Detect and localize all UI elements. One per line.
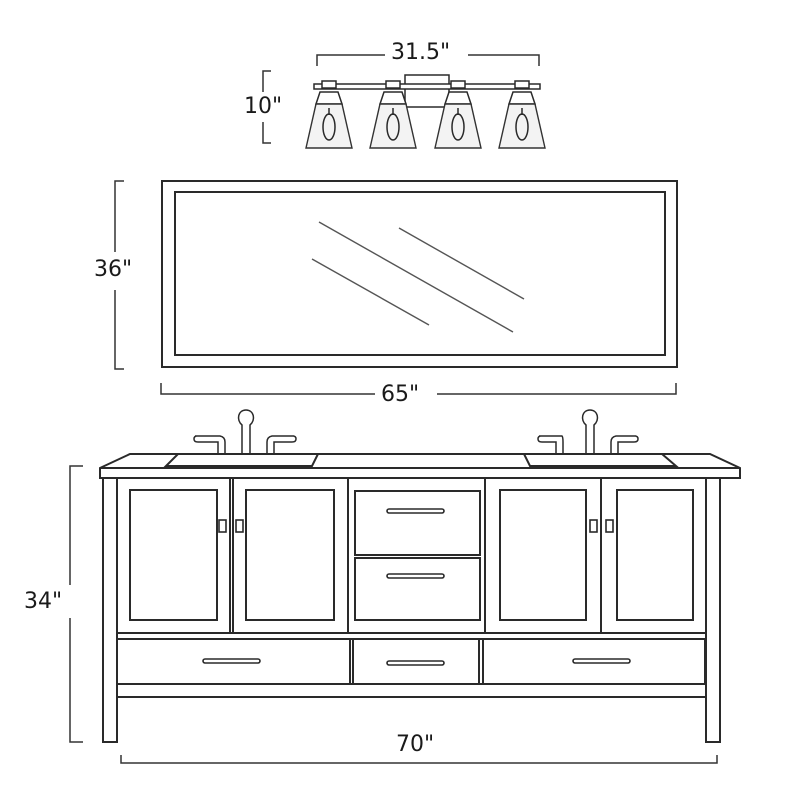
drawer-handle	[386, 508, 445, 514]
countertop	[99, 453, 741, 479]
mounting-bar	[313, 83, 541, 90]
left-cabinet	[116, 477, 349, 634]
mirror-width-dimension-line	[160, 383, 677, 395]
sink-left	[163, 453, 320, 467]
center-drawer-1[interactable]	[354, 490, 481, 556]
sink-right	[522, 453, 679, 467]
vanity-height-label: 34"	[22, 589, 65, 614]
drawer-handle	[572, 658, 631, 664]
center-drawers	[347, 477, 486, 634]
vanity-width-dimension-line	[120, 755, 718, 764]
drawer-handle	[202, 658, 261, 664]
light-height-dimension-line	[262, 70, 271, 144]
center-drawer-2[interactable]	[354, 557, 481, 621]
mirror-inner-frame	[174, 191, 666, 356]
door-knob	[605, 519, 614, 533]
leg-right	[705, 477, 721, 743]
backplate	[404, 74, 450, 108]
lamp-1	[305, 80, 353, 149]
drawer-handle	[386, 660, 445, 666]
mirror-height-label: 36"	[92, 257, 135, 282]
vanity-width-label: 70"	[396, 732, 435, 757]
mirror-height-dimension-line	[114, 180, 124, 370]
light-width-label: 31.5"	[385, 42, 457, 64]
door-knob	[589, 519, 598, 533]
door-knob	[218, 519, 227, 533]
mirror-width-label: 65"	[375, 384, 426, 406]
drawer-handle	[386, 573, 445, 579]
lamp-4	[498, 80, 546, 149]
lamp-2	[369, 80, 417, 149]
door-knob	[235, 519, 244, 533]
right-cabinet	[484, 477, 707, 634]
faucet-right	[537, 409, 639, 456]
faucet-left	[193, 409, 297, 456]
light-width-dimension-line	[316, 54, 540, 66]
bottom-drawers	[116, 638, 706, 685]
lower-rail	[116, 683, 707, 698]
mirror	[114, 180, 678, 395]
vanity-height-dimension-line	[69, 465, 83, 743]
mirror-outer-frame	[161, 180, 678, 368]
leg-left	[102, 477, 118, 743]
vanity-light-fixture	[262, 54, 546, 149]
lamp-3	[434, 80, 482, 149]
vanity	[69, 409, 741, 764]
mirror-reflection-lines	[311, 221, 525, 333]
light-height-label: 10"	[242, 94, 285, 119]
